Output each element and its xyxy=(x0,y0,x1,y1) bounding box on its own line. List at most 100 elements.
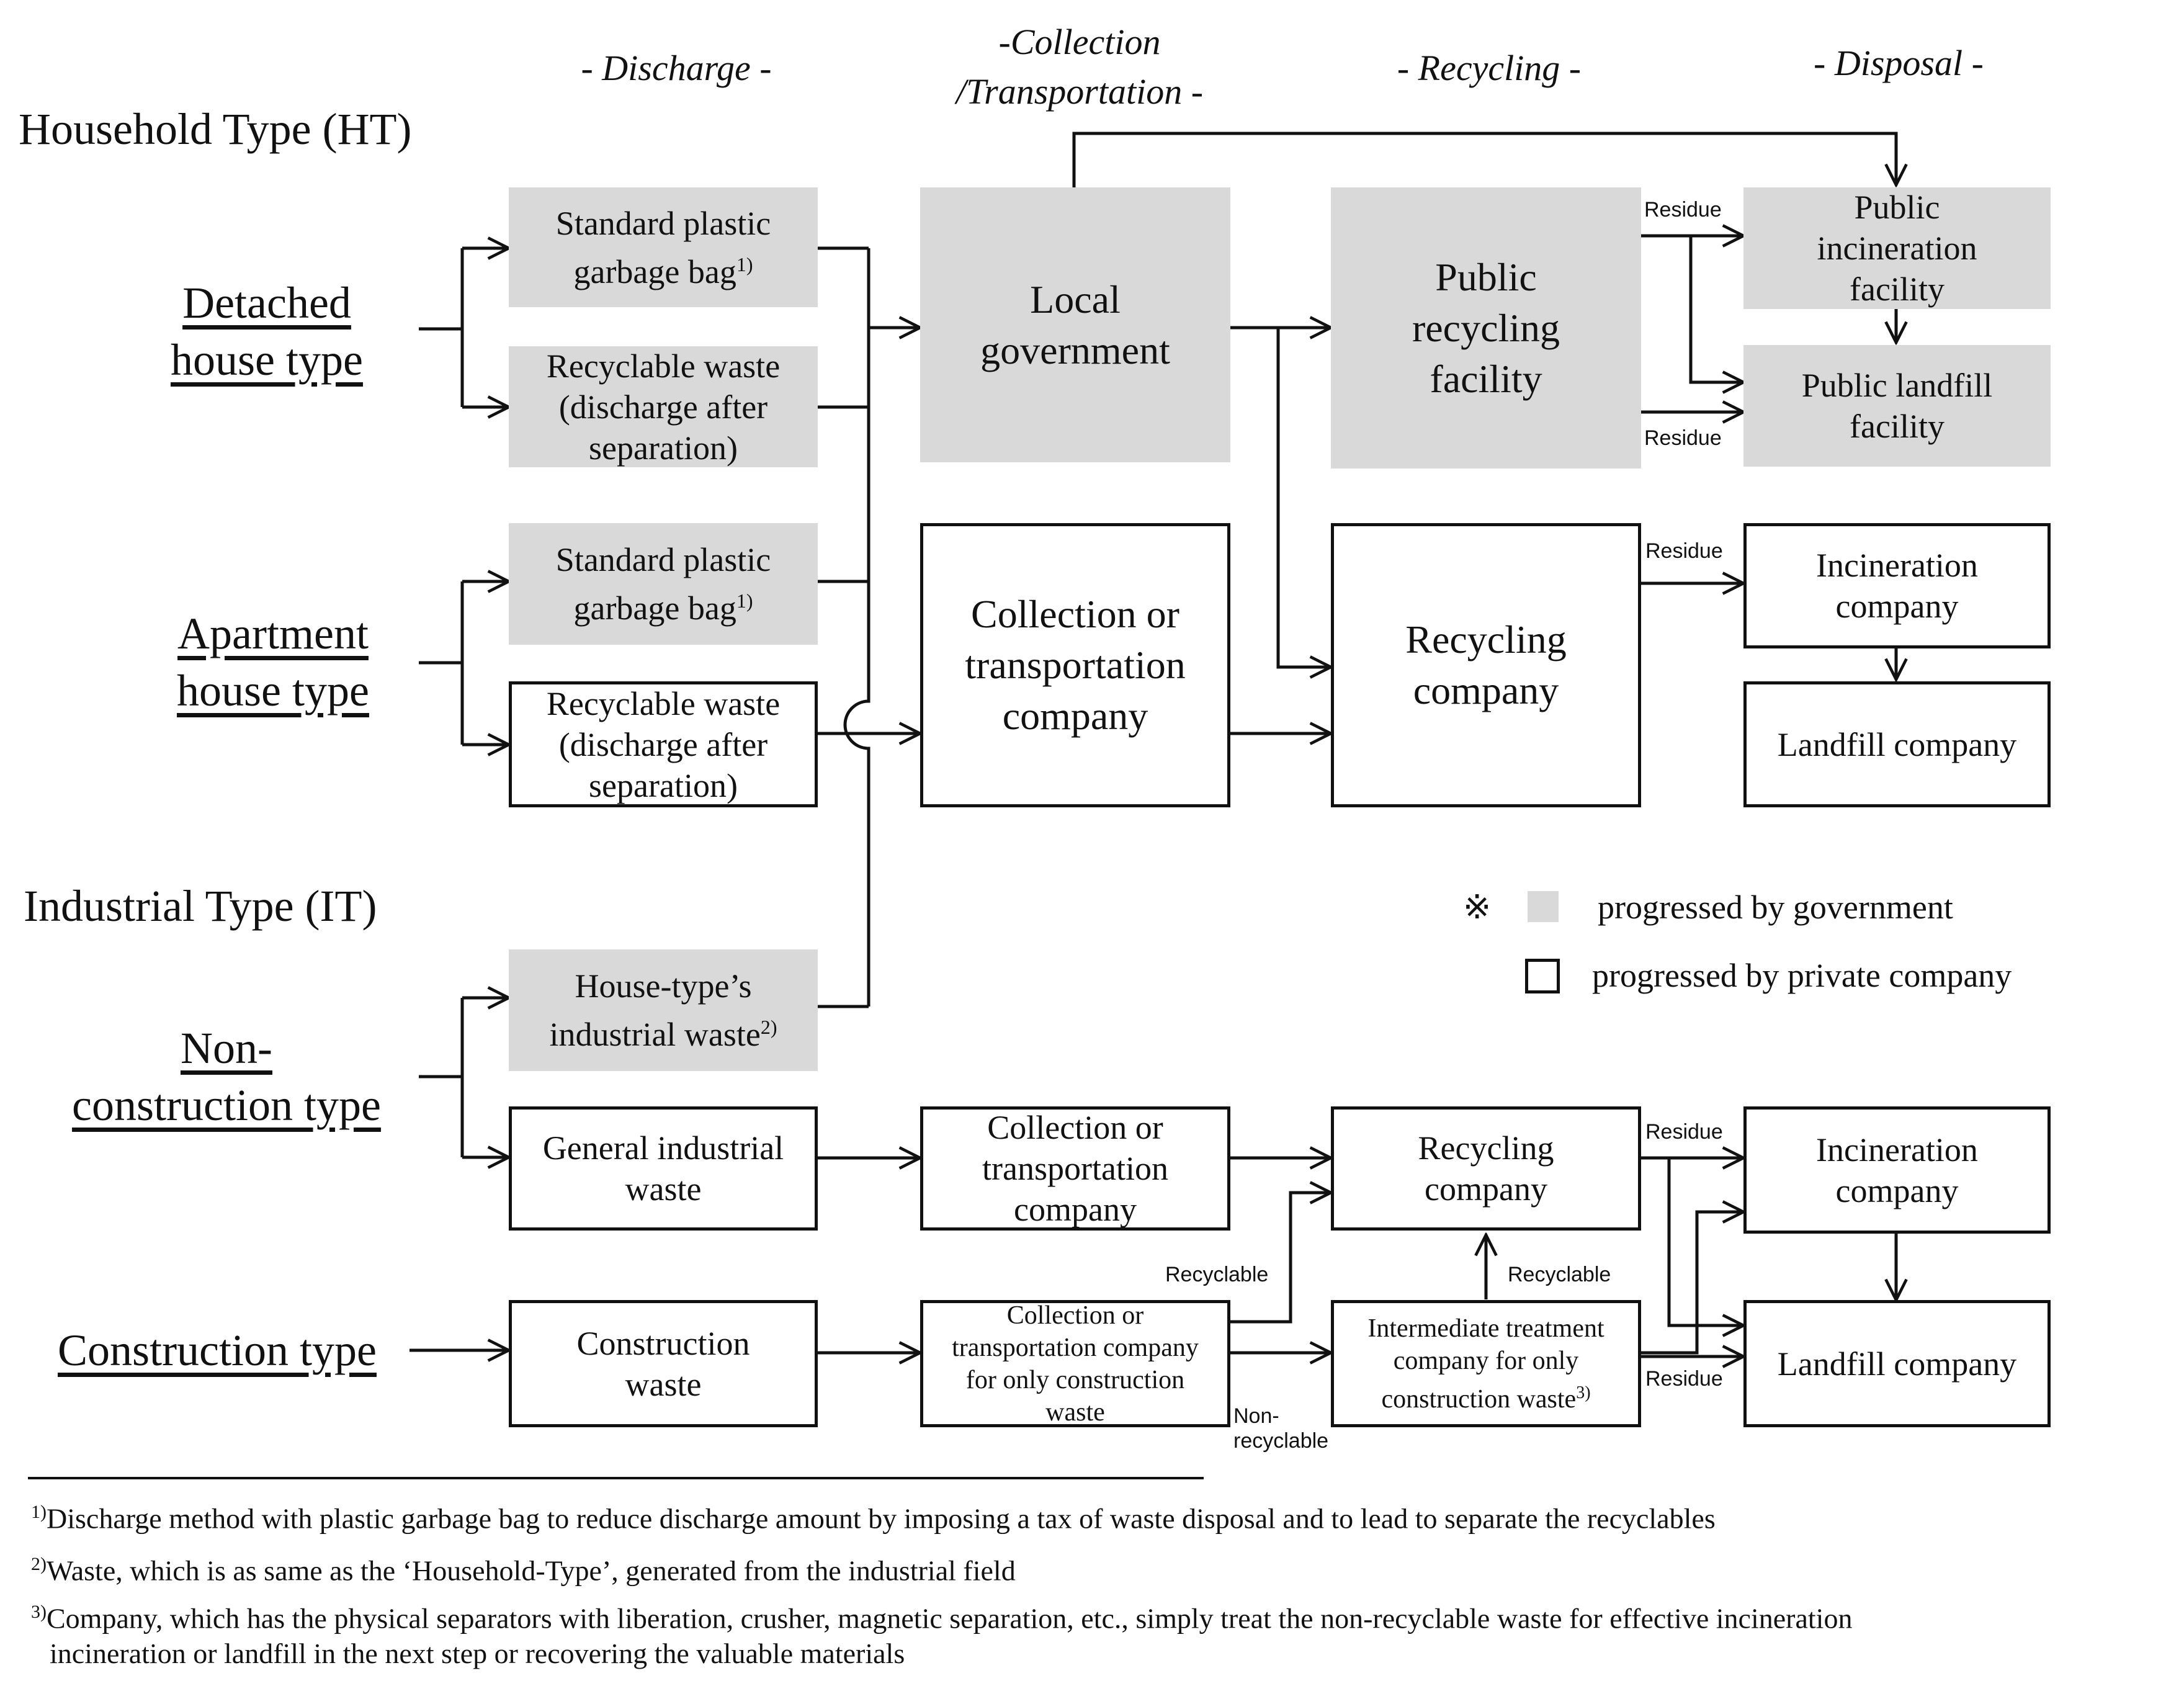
box-apartment-recyclable-line3: separation) xyxy=(589,766,738,804)
box-construction-waste-line2: waste xyxy=(625,1365,702,1403)
source-apartment: Apartment house type xyxy=(136,605,410,719)
box-intermediate-treatment-line1: Intermediate treatment xyxy=(1367,1314,1604,1343)
box-recycling-company-line1: Recycling xyxy=(1405,617,1567,661)
phase-collection-line2: /Transportation - xyxy=(956,71,1204,112)
box-collection-construction-line1: Collection or xyxy=(1006,1301,1144,1330)
footnote-ref-1: 1) xyxy=(736,253,753,276)
edge-label-nonrecyclable: Non- recyclable xyxy=(1233,1404,1328,1453)
box-public-incineration-line1: Public xyxy=(1854,189,1940,226)
footnote-ref-2: 2) xyxy=(760,1016,777,1038)
source-nonconstruction-line1: Non- xyxy=(181,1023,272,1073)
footnote-2: 2)Waste, which is as same as the ‘Househ… xyxy=(31,1544,1016,1591)
box-incineration-company-industrial-line1: Incineration xyxy=(1816,1131,1978,1168)
box-detached-recyclable-line3: separation) xyxy=(589,429,738,467)
box-recycling-company-industrial-line1: Recycling xyxy=(1418,1129,1554,1167)
phase-disposal: - Disposal - xyxy=(1814,43,1984,83)
source-detached-line1: Detached xyxy=(182,278,351,328)
edge-label-residue-2: Residue xyxy=(1644,426,1722,450)
box-incineration-company-line1: Incineration xyxy=(1816,547,1978,584)
footnote-3-text-line1: Company, which has the physical separato… xyxy=(47,1602,1853,1634)
footnote-3-continued: incineration or landfill in the next ste… xyxy=(50,1638,905,1669)
box-apartment-plastic-bag-line1: Standard plastic xyxy=(555,541,771,578)
footnote-ref-3: 3) xyxy=(1576,1383,1591,1402)
box-intermediate-treatment-line2: company for only xyxy=(1393,1346,1579,1375)
legend-government-swatch xyxy=(1528,891,1559,922)
box-collection-company-line1: Collection or xyxy=(971,592,1179,636)
box-landfill-company-industrial-line1: Landfill company xyxy=(1777,1345,2017,1383)
phase-discharge: - Discharge - xyxy=(581,48,772,88)
box-public-landfill-line1: Public landfill xyxy=(1801,367,1993,404)
box-general-industrial-line1: General industrial xyxy=(542,1129,784,1167)
box-apartment-recyclable-line2: (discharge after xyxy=(558,725,768,763)
box-public-recycling-line2: recycling xyxy=(1412,305,1560,350)
box-landfill-company: Landfill company xyxy=(1743,681,2051,807)
box-incineration-company: Incineration company xyxy=(1743,523,2051,648)
edge-label-residue-5: Residue xyxy=(1645,1367,1723,1391)
box-public-incineration-line2: incineration xyxy=(1817,230,1977,267)
footnote-2-mark: 2) xyxy=(31,1554,47,1574)
box-detached-plastic-bag-line1: Standard plastic xyxy=(555,204,771,242)
box-collection-company-industrial-line3: company xyxy=(1014,1191,1137,1228)
edge-label-residue-3: Residue xyxy=(1645,539,1723,563)
edge-label-residue-4: Residue xyxy=(1645,1120,1723,1144)
legend-government-label: progressed by government xyxy=(1598,889,1953,926)
box-collection-company-line3: company xyxy=(1002,694,1148,738)
legend-symbol: ※ xyxy=(1463,889,1492,926)
box-collection-construction-line3: for only construction xyxy=(965,1365,1185,1394)
source-detached-line2: house type xyxy=(171,335,363,385)
legend-private-swatch xyxy=(1525,959,1560,993)
source-nonconstruction-line2: construction type xyxy=(72,1080,381,1130)
box-detached-plastic-bag: Standard plastic garbage bag1) xyxy=(509,187,818,307)
edge-label-residue-1: Residue xyxy=(1644,198,1722,222)
footnote-3: 3)Company, which has the physical separa… xyxy=(31,1592,1852,1639)
source-apartment-line1: Apartment xyxy=(177,609,369,658)
box-house-type-industrial-line1: House-type’s xyxy=(575,967,752,1005)
source-apartment-line2: house type xyxy=(177,666,369,715)
phase-collection-line1: -Collection xyxy=(998,22,1161,62)
box-general-industrial-line2: waste xyxy=(625,1170,702,1208)
phase-recycling: - Recycling - xyxy=(1397,48,1582,88)
box-house-type-industrial-line2: industrial waste2) xyxy=(549,1016,777,1053)
edge-label-nonrecyclable-line1: Non- xyxy=(1233,1404,1279,1428)
box-collection-company-industrial-line1: Collection or xyxy=(987,1109,1163,1146)
box-incineration-company-industrial: Incineration company xyxy=(1743,1106,2051,1234)
box-detached-recyclable-line2: (discharge after xyxy=(558,388,768,426)
footnote-ref-1b: 1) xyxy=(736,590,753,612)
section-household: Household Type (HT) xyxy=(19,104,412,154)
box-collection-construction-line4: waste xyxy=(1045,1397,1105,1427)
source-nonconstruction: Non- construction type xyxy=(37,1020,416,1134)
edge-label-recyclable-1: Recyclable xyxy=(1165,1263,1269,1286)
section-industrial: Industrial Type (IT) xyxy=(24,881,377,931)
box-recycling-company-industrial-line2: company xyxy=(1425,1170,1547,1208)
source-construction-line1: Construction type xyxy=(58,1325,377,1375)
box-landfill-company-line1: Landfill company xyxy=(1777,725,2017,763)
box-intermediate-treatment-line3: construction waste3) xyxy=(1381,1383,1591,1414)
box-public-incineration-line3: facility xyxy=(1850,271,1945,308)
box-collection-construction-line2: transportation company xyxy=(952,1333,1199,1362)
box-detached-recyclable-line1: Recyclable waste xyxy=(546,347,781,385)
box-intermediate-treatment: Intermediate treatment company for only co… xyxy=(1331,1300,1641,1427)
box-apartment-plastic-bag-line2: garbage bag1) xyxy=(573,590,753,627)
box-local-government-line1: Local xyxy=(1030,277,1121,321)
legend-private-label: progressed by private company xyxy=(1592,957,2012,994)
box-incineration-company-industrial-line2: company xyxy=(1835,1172,1959,1209)
edge-label-nonrecyclable-line2: recyclable xyxy=(1233,1429,1329,1453)
box-detached-plastic-bag-line2: garbage bag1) xyxy=(573,253,753,290)
source-detached: Detached house type xyxy=(130,274,403,388)
box-incineration-company-line2: company xyxy=(1835,588,1959,625)
box-public-landfill-line2: facility xyxy=(1850,408,1945,445)
footnote-1-mark: 1) xyxy=(31,1502,47,1522)
box-public-incineration: Public incineration facility xyxy=(1743,187,2051,309)
box-house-type-industrial: House-type’s industrial waste2) xyxy=(509,949,818,1071)
box-landfill-company-industrial: Landfill company xyxy=(1743,1300,2051,1427)
